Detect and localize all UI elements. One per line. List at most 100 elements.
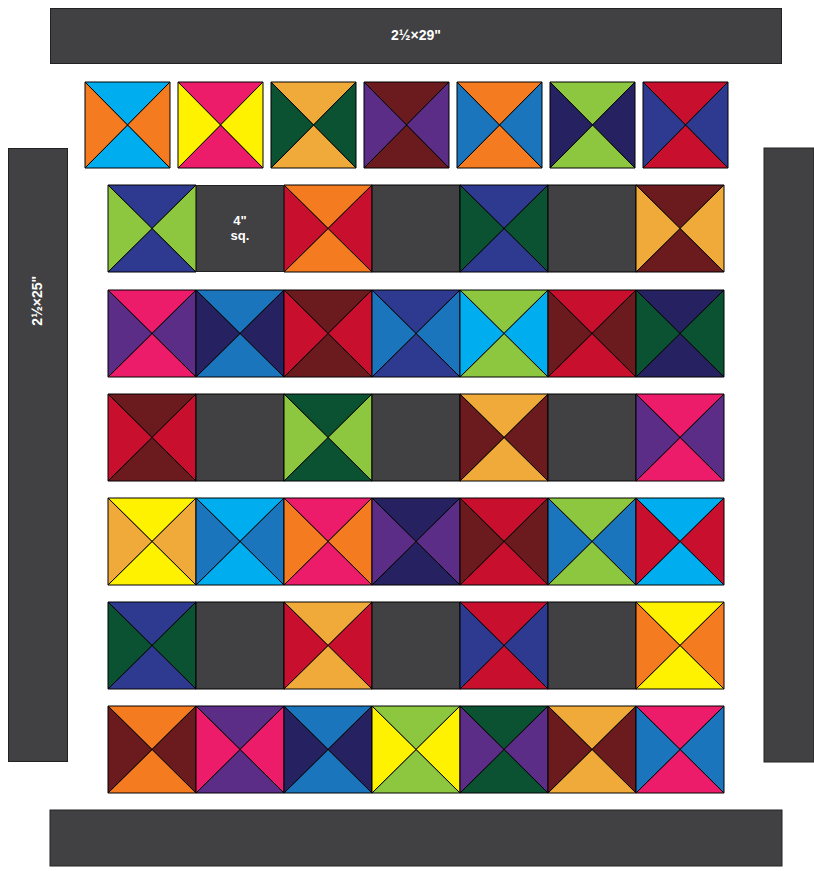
hourglass-triangle [284,498,328,585]
quilt-block [460,498,548,585]
quilt-block [372,706,460,793]
hourglass-triangle [108,394,152,481]
hourglass-triangle [460,185,504,272]
plain-square [372,394,460,481]
hourglass-triangle [196,290,240,377]
hourglass-triangle [108,706,152,793]
quilt-block [284,394,372,481]
quilt-block [196,602,284,689]
hourglass-triangle [550,82,593,168]
hourglass-triangle [284,185,328,272]
plain-square [196,394,284,481]
hourglass-triangle [457,82,500,168]
hourglass-triangle [108,290,152,377]
plain-square [548,602,636,689]
quilt-block [196,706,284,793]
quilt-block [550,82,635,168]
quilt-block [271,82,356,168]
hourglass-triangle [85,82,128,168]
quilt-block [108,498,196,585]
plain-square [372,602,460,689]
hourglass-triangle [548,706,592,793]
quilt-block [548,602,636,689]
hourglass-triangle [548,290,592,377]
hourglass-triangle [372,498,416,585]
quilt-block [178,82,263,168]
dimension-label: 2½×29" [391,28,441,43]
hourglass-triangle [460,498,504,585]
border-strip [764,148,814,762]
quilt-block [108,602,196,689]
quilt-block [108,185,196,272]
plain-square [196,602,284,689]
hourglass-triangle [372,706,416,793]
quilt-block [196,290,284,377]
quilt-block [548,706,636,793]
quilt-block [108,394,196,481]
hourglass-triangle [636,290,680,377]
quilt-block [284,290,372,377]
quilt-block [108,706,196,793]
quilt-block [196,498,284,585]
quilt-block [284,706,372,793]
size-label: 4" sq. [231,214,250,243]
hourglass-triangle [284,394,328,481]
quilt-block [636,706,724,793]
quilt-block [548,290,636,377]
quilt-block [372,394,460,481]
hourglass-triangle [636,185,680,272]
hourglass-triangle [460,290,504,377]
hourglass-triangle [636,394,680,481]
hourglass-triangle [108,498,152,585]
hourglass-triangle [284,602,328,689]
hourglass-triangle [271,82,314,168]
quilt-block [460,185,548,272]
quilt-block [636,290,724,377]
hourglass-triangle [636,602,680,689]
quilt-block [457,82,542,168]
quilt-block [284,185,372,272]
quilt-block [196,394,284,481]
hourglass-triangle [364,82,407,168]
plain-square [548,394,636,481]
quilt-block [548,394,636,481]
hourglass-triangle [108,185,152,272]
border-strip [50,810,782,866]
quilt-block [460,602,548,689]
hourglass-triangle [196,498,240,585]
quilt-block [372,290,460,377]
hourglass-triangle [460,602,504,689]
hourglass-triangle [284,290,328,377]
hourglass-triangle [636,706,680,793]
quilt-block [372,602,460,689]
quilt-block [643,82,728,168]
quilt-block [372,185,460,272]
hourglass-triangle [372,290,416,377]
hourglass-triangle [460,394,504,481]
quilt-block [460,706,548,793]
quilt-block [460,394,548,481]
hourglass-triangle [460,706,504,793]
border-strip: 2½×29" [50,8,782,64]
hourglass-triangle [284,706,328,793]
dimension-label: 2½×25" [30,276,45,326]
quilt-block [284,602,372,689]
hourglass-triangle [636,498,680,585]
quilt-block [372,498,460,585]
hourglass-triangle [108,602,152,689]
hourglass-triangle [548,498,592,585]
quilt-block [284,498,372,585]
hourglass-triangle [178,82,221,168]
quilt-block [460,290,548,377]
quilt-block [548,185,636,272]
border-strip: 2½×25" [8,148,68,762]
quilt-block [636,602,724,689]
quilt-block [636,185,724,272]
quilt-block [548,498,636,585]
hourglass-triangle [643,82,686,168]
quilt-block [108,290,196,377]
quilt-block [85,82,170,168]
quilt-block [364,82,449,168]
quilt-block [636,394,724,481]
plain-square [372,185,460,272]
